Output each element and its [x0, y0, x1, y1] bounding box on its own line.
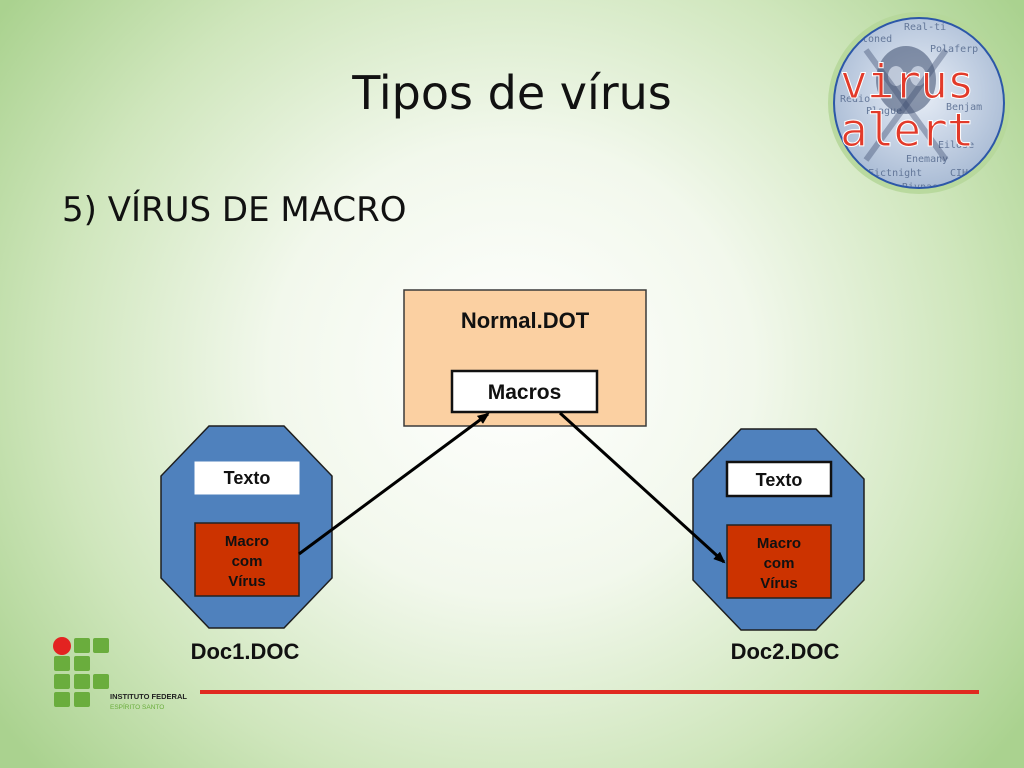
doc2-macro-line2: com	[764, 555, 795, 572]
doc2-texto-box: Texto	[725, 460, 833, 498]
badge-word: Real-ti	[904, 22, 946, 33]
doc2-texto-label: Texto	[756, 470, 803, 490]
badge-word: Plague	[866, 106, 902, 117]
logo-red-dot	[53, 637, 71, 655]
macros-box: Macros	[450, 369, 599, 414]
arrow-macros-to-doc2	[558, 411, 726, 564]
badge-word: Rivpas	[902, 182, 938, 193]
doc2-caption: Doc2.DOC	[731, 639, 840, 664]
badge-word: Fictnight	[868, 168, 922, 179]
institution-line2: ESPÍRITO SANTO	[110, 702, 164, 711]
doc1-texto-box: Texto	[194, 461, 300, 495]
doc1-macro-line2: com	[232, 553, 263, 570]
badge-word: Eilose	[938, 140, 974, 151]
doc1-document: Texto Macro com Vírus Doc1.DOC	[160, 425, 333, 664]
doc1-texto-label: Texto	[224, 468, 271, 488]
normal-dot-box: Normal.DOT Macros	[403, 289, 647, 427]
doc2-document: Texto Macro com Vírus Doc2.DOC	[692, 428, 865, 664]
doc1-caption: Doc1.DOC	[191, 639, 300, 664]
badge-word: Stoned	[856, 34, 892, 45]
doc2-macro-line3: Vírus	[760, 575, 798, 592]
badge-word: Redio	[840, 94, 870, 105]
macros-label: Macros	[488, 381, 562, 404]
doc1-macro-line3: Vírus	[228, 573, 266, 590]
normal-dot-title: Normal.DOT	[461, 308, 590, 333]
arrow-doc1-to-macros	[298, 412, 490, 556]
doc1-macro-line1: Macro	[225, 533, 269, 550]
doc2-macro-virus-box: Macro com Vírus	[726, 524, 832, 599]
doc1-macro-virus-box: Macro com Vírus	[194, 522, 300, 597]
footer-rule	[200, 690, 979, 694]
badge-line1: virus	[840, 55, 973, 109]
slide-subtitle: 5) VÍRUS DE MACRO	[62, 190, 407, 230]
badge-line2: alert	[840, 103, 973, 157]
slide-title: Tipos de vírus	[352, 66, 672, 120]
instituto-federal-logo: INSTITUTO FEDERAL ESPÍRITO SANTO	[53, 637, 187, 711]
virus-alert-badge-icon: Real-ti Polaferp Stoned Redio Plague Ben…	[828, 12, 1010, 194]
badge-word: Benjam	[946, 102, 982, 113]
badge-word: Enemany	[906, 154, 948, 165]
badge-word: Polaferp	[930, 44, 978, 55]
institution-line1: INSTITUTO FEDERAL	[110, 692, 187, 701]
doc2-macro-line1: Macro	[757, 535, 801, 552]
